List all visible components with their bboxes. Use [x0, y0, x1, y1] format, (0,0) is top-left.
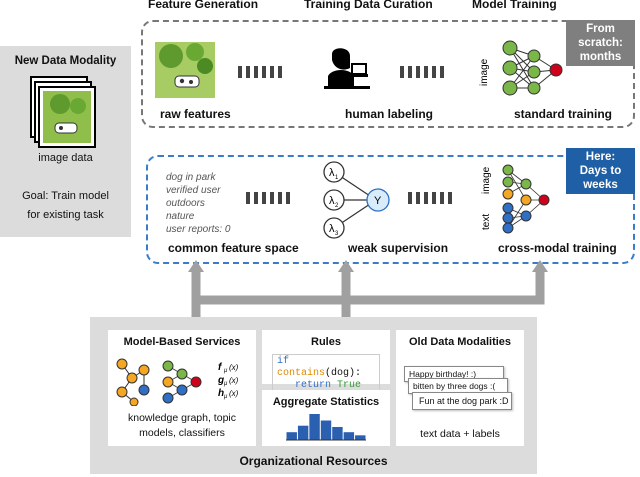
svg-text:g: g — [217, 375, 224, 386]
svg-text:3: 3 — [335, 231, 339, 237]
feature-item: nature — [166, 211, 195, 222]
standard-training-network: image — [479, 40, 563, 96]
rules-title: Rules — [311, 336, 341, 348]
dashes-bottom-1 — [246, 192, 290, 204]
cross-modal-network: image text — [481, 164, 550, 234]
human-labeling-label: human labeling — [345, 107, 434, 121]
text-card: Fun at the dog park :D — [412, 392, 512, 410]
image-axis-label-top: image — [479, 58, 490, 86]
rules-panel: Rules if contains(dog): return True — [262, 330, 390, 394]
output-node-label: Y — [374, 195, 382, 207]
svg-text:λ: λ — [329, 223, 335, 235]
header-model-training: Model Training — [472, 0, 557, 11]
image-axis-label-bottom: image — [481, 166, 492, 194]
histogram-bar — [320, 420, 332, 440]
svg-text:(x): (x) — [229, 376, 239, 385]
dashes-bottom-2 — [408, 192, 452, 204]
labeling-function-node — [323, 161, 345, 183]
true-label-node — [366, 188, 390, 212]
labeling-function-node — [323, 189, 345, 211]
code-argument: (dog) — [325, 368, 356, 379]
new-data-modality-title: New Data Modality — [14, 55, 117, 67]
raw-features-label: raw features — [160, 107, 231, 121]
tag-months: months — [579, 51, 622, 63]
code-function: contains — [277, 368, 326, 379]
svg-text:f: f — [218, 362, 223, 373]
new-data-modality-panel: New Data Modality image data Goal: Train… — [0, 46, 131, 237]
cross-modal-training-label: cross-modal training — [498, 241, 617, 255]
histogram-bar — [297, 425, 309, 440]
feature-item: dog in park — [166, 172, 216, 183]
days-to-weeks-tag: Here: Days to weeks — [566, 148, 635, 194]
model-services-caption-1: knowledge graph, topic — [128, 412, 236, 424]
old-data-modalities-panel: Old Data Modalities Happy birthday! :) b… — [396, 330, 524, 446]
dashes-top-2 — [400, 66, 444, 78]
svg-text:λ: λ — [329, 195, 335, 207]
text-axis-label: text — [481, 214, 492, 230]
svg-text:(x): (x) — [229, 363, 239, 372]
from-scratch-tag: From scratch: months — [566, 20, 635, 66]
tag-days-to: Days to — [579, 165, 622, 177]
model-services-caption-2: models, classifiers — [139, 427, 225, 439]
svg-text:μ: μ — [223, 381, 228, 387]
tag-weeks: weeks — [583, 179, 618, 191]
svg-text:2: 2 — [335, 203, 339, 209]
text-data-labels-caption: text data + labels — [420, 428, 500, 440]
dashes-top-1 — [238, 66, 282, 78]
tag-here: Here: — [585, 151, 616, 163]
code-value: True — [337, 380, 362, 391]
header-training-data-curation: Training Data Curation — [304, 0, 433, 11]
code-keyword-if: if — [277, 356, 290, 367]
human-labeling-icon — [324, 48, 370, 89]
histogram-bar — [355, 435, 366, 440]
histogram — [286, 414, 366, 441]
svg-text:(x): (x) — [229, 389, 239, 398]
cross-modal-pipeline-box — [146, 155, 635, 264]
goal-line-2: for existing task — [27, 209, 104, 221]
svg-text:μ: μ — [223, 368, 228, 374]
goal-line-1: Goal: Train model — [22, 190, 109, 202]
rule-code-block: if contains(dog): return True — [272, 354, 380, 394]
tag-from: From — [586, 23, 615, 35]
aggregate-statistics-panel: Aggregate Statistics — [262, 390, 390, 446]
common-feature-space-label: common feature space — [168, 241, 299, 255]
feature-item: outdoors — [166, 198, 205, 209]
aggregate-statistics-title: Aggregate Statistics — [272, 396, 380, 408]
histogram-bar — [286, 432, 297, 440]
feature-list: dog in park verified user outdoors natur… — [166, 171, 230, 236]
feature-item: verified user — [166, 185, 221, 196]
standard-pipeline-box — [141, 20, 635, 128]
svg-text:μ: μ — [223, 394, 228, 400]
histogram-bar — [343, 432, 355, 440]
histogram-bar — [332, 427, 343, 440]
model-based-services-title: Model-Based Services — [123, 336, 241, 348]
image-stack-icon — [30, 76, 96, 148]
svg-text:λ: λ — [329, 167, 335, 179]
labeling-function-node — [323, 217, 345, 239]
old-data-modalities-title: Old Data Modalities — [408, 336, 512, 348]
code-colon: : — [355, 368, 362, 379]
raw-features-image — [155, 42, 215, 98]
tag-scratch: scratch: — [578, 37, 623, 49]
weak-supervision-label: weak supervision — [348, 241, 449, 255]
histogram-bar — [309, 414, 320, 440]
image-data-caption: image data — [38, 152, 93, 164]
feature-item: user reports: 0 — [166, 224, 231, 235]
svg-text:1: 1 — [335, 175, 339, 181]
svg-text:h: h — [218, 388, 224, 399]
code-keyword-return: return — [295, 380, 332, 391]
standard-training-label: standard training — [514, 107, 613, 121]
organizational-resources-title: Organizational Resources — [239, 454, 388, 468]
header-feature-generation: Feature Generation — [148, 0, 259, 11]
